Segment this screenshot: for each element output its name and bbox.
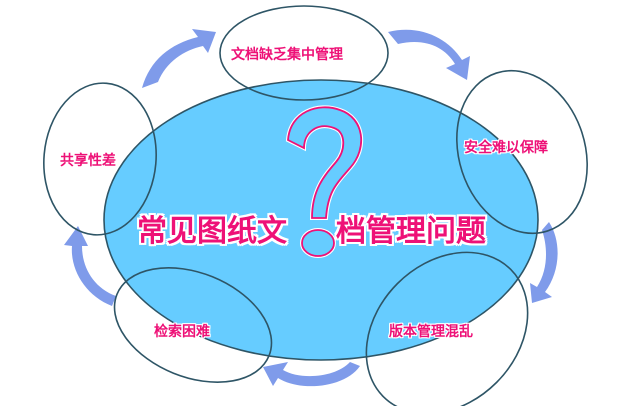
issue-ellipse-top xyxy=(219,5,389,101)
issue-label-bottom-right: 版本管理混乱 xyxy=(389,324,473,340)
issue-ellipse-bottom-left xyxy=(113,267,273,383)
issue-label-top: 文档缺乏集中管理 xyxy=(231,47,343,63)
arrow-icon xyxy=(530,222,558,303)
issue-label-right: 安全难以保障 xyxy=(464,140,548,156)
issue-label-bottom-left: 检索困难 xyxy=(154,324,210,340)
center-title-left: 常见图纸文 xyxy=(137,214,287,249)
arrow-icon xyxy=(263,362,360,387)
arrow-icon xyxy=(64,226,116,306)
issue-label-left: 共享性差 xyxy=(60,153,116,169)
issue-ellipse-left xyxy=(43,82,157,236)
arrow-icon xyxy=(142,29,216,88)
cycle-arrows xyxy=(64,29,558,387)
issue-ellipse-right xyxy=(456,69,588,235)
arrow-icon xyxy=(388,29,470,80)
center-title-right: 档管理问题 xyxy=(336,214,486,249)
question-mark-icon xyxy=(285,105,364,258)
issue-ellipse-bottom-right xyxy=(365,251,529,406)
